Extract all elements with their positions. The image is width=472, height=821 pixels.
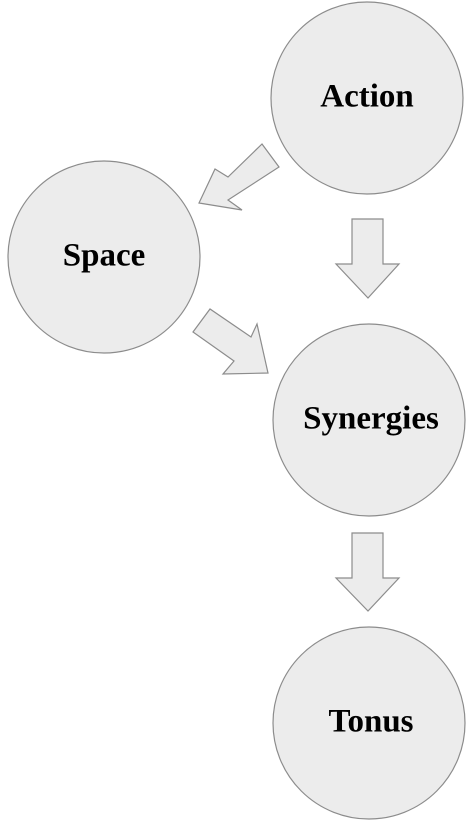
- node-tonus: Tonus: [272, 626, 466, 820]
- node-action-circle: [270, 1, 464, 195]
- arrow-action-to-synergies: [334, 218, 401, 299]
- arrow-space-to-synergies: [192, 308, 269, 375]
- node-space: Space: [7, 160, 201, 354]
- node-action-label: Action: [320, 79, 414, 115]
- node-action: Action: [270, 1, 464, 195]
- node-synergies: Synergies: [272, 323, 466, 517]
- node-tonus-label: Tonus: [328, 704, 413, 740]
- node-space-circle: [7, 160, 201, 354]
- node-tonus-circle: [272, 626, 466, 820]
- arrow-synergies-to-tonus: [334, 532, 401, 612]
- arrow-action-to-space: [198, 143, 280, 211]
- node-synergies-circle: [272, 323, 466, 517]
- node-space-label: Space: [63, 238, 146, 274]
- node-synergies-label: Synergies: [303, 401, 439, 437]
